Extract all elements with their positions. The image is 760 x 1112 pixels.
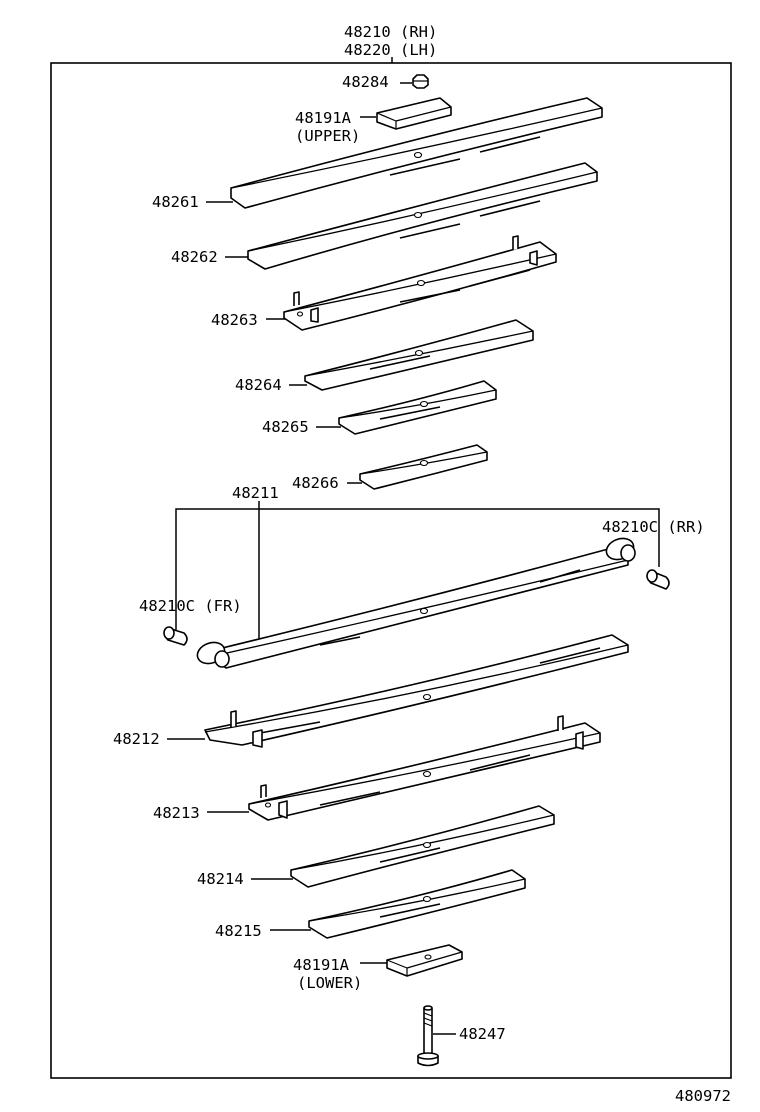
label-leaf-2: 48262 (171, 248, 218, 266)
diagram-id: 480972 (675, 1087, 731, 1105)
label-bushing-rear: 48210C (RR) (602, 518, 705, 536)
label-leaf-6: 48266 (292, 474, 339, 492)
leaf-9-part (290, 805, 555, 888)
bracket-main-leaf (175, 501, 660, 640)
leaf-10-part (308, 869, 526, 939)
label-leaf-8: 48213 (153, 804, 200, 822)
leaf-3-part (283, 235, 557, 331)
label-leaf-4: 48264 (235, 376, 282, 394)
label-leaf-7: 48212 (113, 730, 160, 748)
label-bushing-front: 48210C (FR) (139, 597, 242, 615)
center-bolt-part (417, 1005, 439, 1067)
leaf-7-part (204, 634, 629, 748)
label-leaf-9: 48214 (197, 870, 244, 888)
assembly-rh-label: 48210 (RH) (344, 23, 437, 41)
leaf-1-part (230, 97, 603, 209)
main-leaf-part (196, 537, 636, 669)
nut-part (412, 74, 429, 89)
label-leaf-5: 48265 (262, 418, 309, 436)
assembly-lh-label: 48220 (LH) (344, 41, 437, 59)
diagram-frame (50, 62, 732, 1079)
label-leaf-3: 48263 (211, 311, 258, 329)
label-center-bolt: 48247 (459, 1025, 506, 1043)
clip-lower-part (386, 944, 463, 977)
label-leaf-10: 48215 (215, 922, 262, 940)
bushing-front-part (163, 626, 188, 646)
label-clip-lower-note: (LOWER) (297, 974, 362, 992)
leaf-6-part (359, 444, 488, 490)
label-clip-upper: 48191A (295, 109, 352, 127)
clip-upper-part (376, 97, 452, 130)
label-nut: 48284 (342, 73, 389, 91)
bushing-rear-part (646, 569, 670, 590)
leaf-4-part (304, 319, 534, 391)
label-main-leaf: 48211 (232, 484, 279, 502)
leaf-8-part (248, 715, 601, 821)
label-clip-lower: 48191A (293, 956, 350, 974)
leaf-2-part (247, 162, 598, 270)
leaf-5-part (338, 380, 497, 435)
label-leaf-1: 48261 (152, 193, 199, 211)
label-clip-upper-note: (UPPER) (295, 127, 360, 145)
